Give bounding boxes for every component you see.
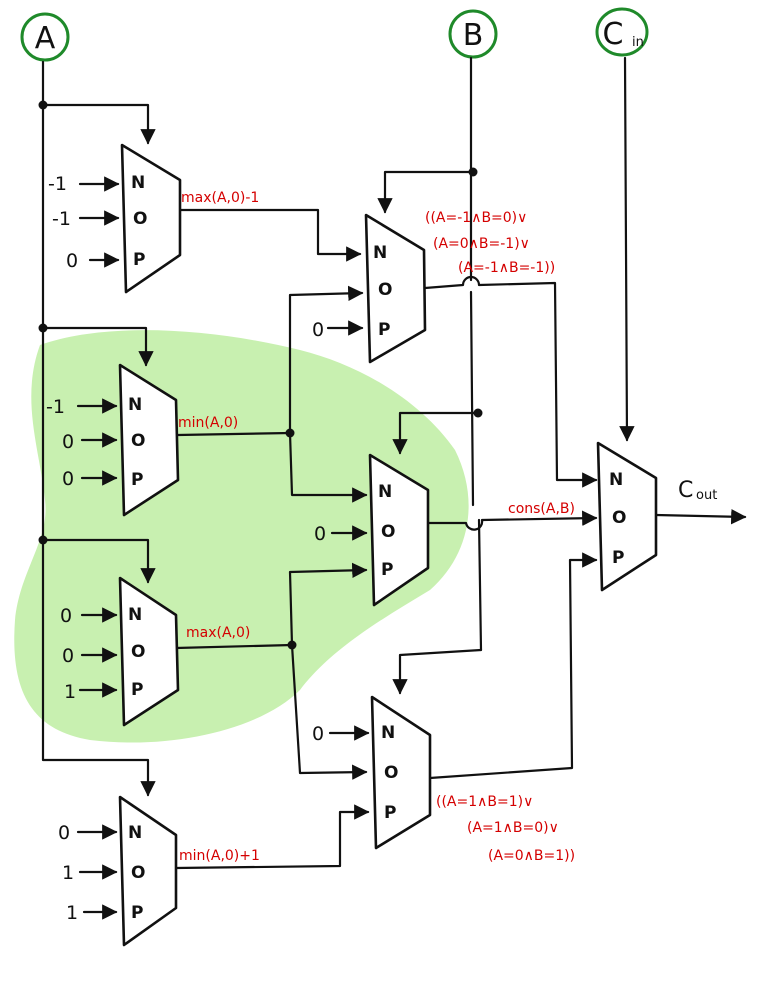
final-mux-wires bbox=[423, 275, 747, 780]
svg-text:0: 0 bbox=[312, 723, 324, 745]
svg-text:P: P bbox=[131, 903, 143, 923]
svg-text:(A=0∧B=-1)∨: (A=0∧B=-1)∨ bbox=[433, 236, 530, 252]
svg-text:P: P bbox=[378, 320, 390, 340]
svg-text:((A=-1∧B=0)∨: ((A=-1∧B=0)∨ bbox=[425, 210, 527, 226]
svg-text:P: P bbox=[131, 470, 143, 490]
svg-text:N: N bbox=[609, 470, 623, 490]
svg-text:0: 0 bbox=[62, 468, 74, 490]
svg-text:-1: -1 bbox=[46, 396, 65, 418]
svg-text:N: N bbox=[378, 482, 392, 502]
svg-text:N: N bbox=[381, 723, 395, 743]
cout-label: C out bbox=[678, 478, 717, 503]
svg-text:N: N bbox=[131, 173, 145, 193]
svg-text:C: C bbox=[678, 478, 693, 503]
svg-text:P: P bbox=[381, 560, 393, 580]
mux4-wires bbox=[76, 804, 370, 920]
mux6-output-label: cons(A,B) bbox=[508, 501, 575, 517]
svg-text:P: P bbox=[384, 803, 396, 823]
svg-text:-1: -1 bbox=[52, 208, 71, 230]
svg-text:1: 1 bbox=[64, 681, 76, 703]
svg-text:O: O bbox=[384, 763, 398, 783]
terminal-cin: C in bbox=[595, 7, 649, 57]
svg-text:O: O bbox=[131, 431, 145, 451]
svg-text:-1: -1 bbox=[48, 173, 67, 195]
svg-text:1: 1 bbox=[62, 862, 74, 884]
svg-text:N: N bbox=[128, 605, 142, 625]
middle-const-wires bbox=[326, 320, 370, 741]
svg-text:(A=1∧B=0)∨: (A=1∧B=0)∨ bbox=[467, 820, 559, 836]
svg-text:P: P bbox=[131, 680, 143, 700]
mux3-wires bbox=[78, 562, 368, 780]
svg-text:O: O bbox=[131, 863, 145, 883]
svg-text:B: B bbox=[463, 18, 484, 53]
svg-text:A: A bbox=[35, 21, 56, 56]
svg-text:C: C bbox=[603, 17, 624, 52]
mux3: N O P 0 0 1 max(A,0) bbox=[60, 576, 250, 727]
mux2-wires bbox=[76, 285, 368, 503]
svg-text:0: 0 bbox=[314, 523, 326, 545]
svg-text:O: O bbox=[381, 522, 395, 542]
svg-text:0: 0 bbox=[60, 605, 72, 627]
svg-text:(A=-1∧B=-1)): (A=-1∧B=-1)) bbox=[458, 260, 555, 276]
mux1-output-label: max(A,0)-1 bbox=[181, 190, 259, 206]
mux2-output-label: min(A,0) bbox=[178, 415, 238, 431]
svg-text:O: O bbox=[378, 280, 392, 300]
mux4: N O P 0 1 1 min(A,0)+1 bbox=[58, 795, 260, 947]
svg-text:N: N bbox=[128, 395, 142, 415]
svg-text:in: in bbox=[632, 35, 644, 50]
svg-text:1: 1 bbox=[66, 902, 78, 924]
b-bus-wires bbox=[377, 56, 483, 695]
cin-wire bbox=[619, 56, 635, 442]
svg-text:0: 0 bbox=[312, 319, 324, 341]
svg-text:O: O bbox=[131, 642, 145, 662]
svg-text:O: O bbox=[133, 209, 147, 229]
svg-text:N: N bbox=[128, 823, 142, 843]
a-bus-wires bbox=[38, 60, 156, 797]
mux1: N O P -1 -1 0 max(A,0)-1 bbox=[48, 143, 259, 294]
mux2: N O P -1 0 0 min(A,0) bbox=[46, 363, 238, 517]
svg-text:0: 0 bbox=[58, 822, 70, 844]
svg-text:P: P bbox=[612, 548, 624, 568]
svg-text:0: 0 bbox=[62, 645, 74, 667]
svg-text:out: out bbox=[696, 488, 717, 503]
mux4-output-label: min(A,0)+1 bbox=[179, 848, 260, 864]
mux7: N O P 0 ((A=1∧B=1)∨ (A=1∧B=0)∨ (A=0∧B=1)… bbox=[312, 695, 575, 864]
svg-text:0: 0 bbox=[62, 431, 74, 453]
terminal-b: B bbox=[448, 9, 498, 59]
svg-text:((A=1∧B=1)∨: ((A=1∧B=1)∨ bbox=[436, 794, 533, 810]
svg-text:(A=0∧B=1)): (A=0∧B=1)) bbox=[488, 848, 575, 864]
mux-final: N O P bbox=[596, 441, 658, 592]
svg-text:P: P bbox=[133, 250, 145, 270]
svg-text:0: 0 bbox=[66, 250, 78, 272]
svg-text:O: O bbox=[612, 508, 626, 528]
mux1-wires bbox=[78, 176, 362, 268]
svg-text:N: N bbox=[373, 243, 387, 263]
mux3-output-label: max(A,0) bbox=[186, 625, 250, 641]
terminal-a: A bbox=[20, 12, 70, 62]
mux5: N O P 0 ((A=-1∧B=0)∨ (A=0∧B=-1)∨ (A=-1∧B… bbox=[312, 210, 555, 364]
mux6: N O P 0 cons(A,B) bbox=[314, 453, 575, 607]
